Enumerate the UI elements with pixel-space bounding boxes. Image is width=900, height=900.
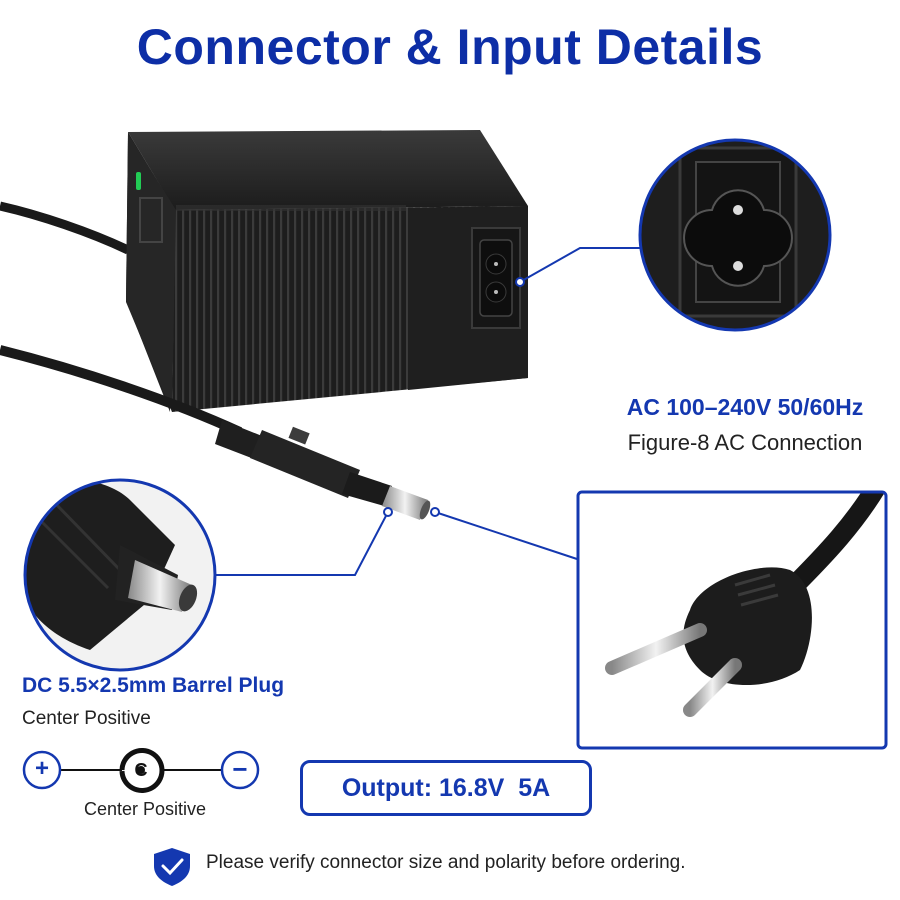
dc-plug-zoom xyxy=(23,478,217,672)
output-rating: Output: 16.8V 5A xyxy=(341,773,551,802)
plus-icon xyxy=(22,750,62,790)
output-rating-box: Output: 16.8V 5A xyxy=(300,760,592,816)
center-sign: C xyxy=(134,760,148,780)
ac-connection-label: Figure-8 AC Connection xyxy=(627,430,863,455)
ac-input-spec: AC 100–240V 50/60Hz xyxy=(626,394,864,420)
callout-lines xyxy=(212,247,646,576)
page-title: Connector & Input Details xyxy=(136,19,764,75)
input-cable xyxy=(0,201,130,255)
minus-icon xyxy=(220,750,260,790)
power-led xyxy=(136,172,141,190)
plus-sign: + xyxy=(34,755,49,782)
power-adapter xyxy=(126,130,528,412)
shield-check-icon xyxy=(154,848,190,886)
dc-polarity-label: Center Positive xyxy=(22,708,151,729)
output-cable xyxy=(0,345,431,520)
minus-sign: − xyxy=(232,754,248,784)
dc-plug-spec: DC 5.5×2.5mm Barrel Plug xyxy=(22,674,285,697)
eu-plug-panel xyxy=(576,490,888,750)
polarity-diagram xyxy=(22,748,260,793)
verify-note: Please verify connector size and polarit… xyxy=(206,852,686,873)
ac-socket-zoom xyxy=(638,138,832,332)
polarity-caption: Center Positive xyxy=(83,799,207,819)
